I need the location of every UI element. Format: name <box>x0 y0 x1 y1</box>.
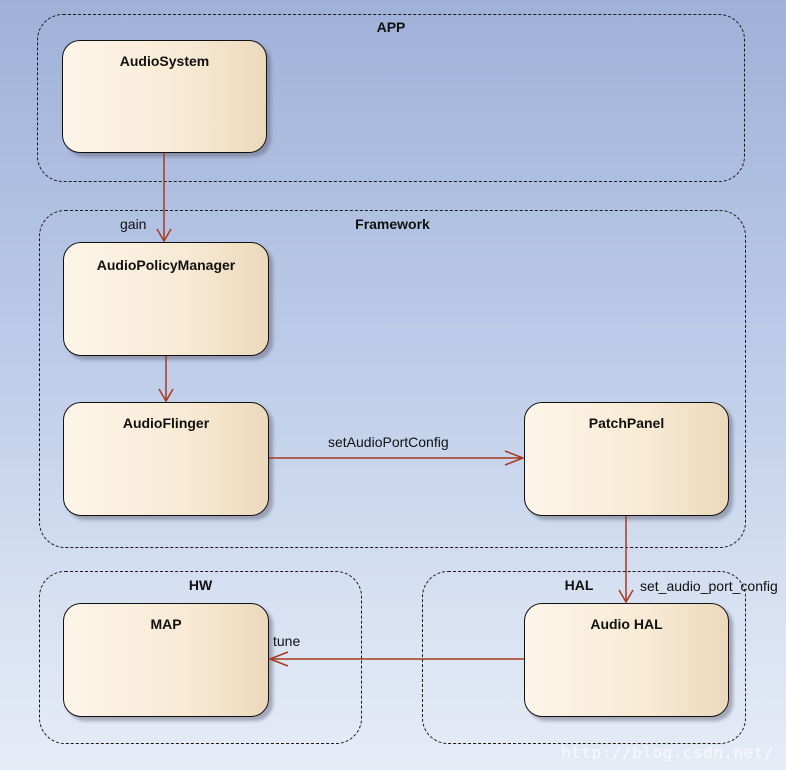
edge-label-set-audio-port-config: setAudioPortConfig <box>328 434 449 450</box>
node-audio-hal: Audio HAL <box>524 603 729 717</box>
edge-label-set-audio-port-config-hal: set_audio_port_config <box>640 578 778 594</box>
package-hw: HW <box>39 571 362 744</box>
watermark: http://blog.csdn.net/ <box>561 743 774 762</box>
node-map: MAP <box>63 603 269 717</box>
package-app-label: APP <box>376 19 406 35</box>
package-hw-label: HW <box>188 577 213 593</box>
edge-policy-manager-to-flinger <box>158 356 174 403</box>
edge-label-gain: gain <box>120 216 147 232</box>
node-audio-system: AudioSystem <box>62 40 267 153</box>
node-audio-flinger-label: AudioFlinger <box>122 415 210 431</box>
node-audio-policy-manager-label: AudioPolicyManager <box>96 257 236 273</box>
package-framework-label: Framework <box>355 216 430 232</box>
node-patch-panel: PatchPanel <box>524 402 729 516</box>
node-audio-hal-label: Audio HAL <box>590 616 663 632</box>
edge-patch-panel-to-audio-hal <box>618 516 634 604</box>
edge-audio-system-to-policy-manager <box>156 153 172 243</box>
node-audio-flinger: AudioFlinger <box>63 402 269 516</box>
edge-audio-hal-to-map <box>267 651 524 667</box>
edge-flinger-to-patch-panel <box>269 450 526 466</box>
package-app: APP <box>37 14 745 182</box>
node-patch-panel-label: PatchPanel <box>588 415 665 431</box>
package-hal: HAL <box>422 571 746 744</box>
package-hal-label: HAL <box>564 577 594 593</box>
node-audio-policy-manager: AudioPolicyManager <box>63 242 269 356</box>
package-framework: Framework <box>39 210 746 548</box>
node-audio-system-label: AudioSystem <box>119 53 210 69</box>
node-map-label: MAP <box>150 616 182 632</box>
edge-label-tune: tune <box>273 633 301 649</box>
